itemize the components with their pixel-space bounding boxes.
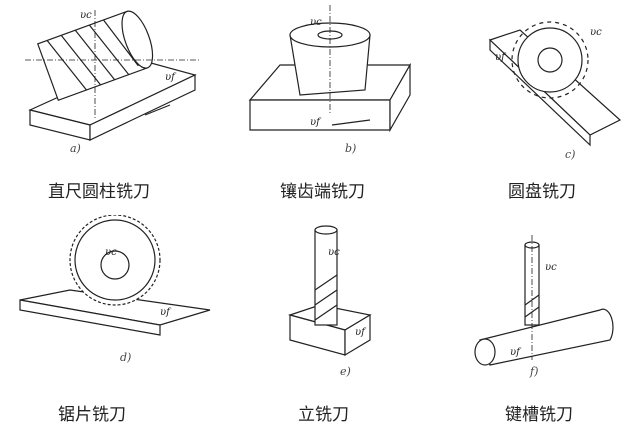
- feed-speed-label: υf: [495, 52, 507, 63]
- cutting-speed-label: υc: [590, 27, 602, 38]
- panel-sub-label: d): [120, 351, 132, 364]
- panel-sub-label: e): [340, 365, 351, 378]
- panel-sub-label: b): [345, 142, 357, 155]
- panel-b-face-mill: υf υc b) 镶齿端铣刀: [240, 0, 420, 202]
- panel-caption: 键槽铣刀: [505, 405, 573, 425]
- panel-caption: 镶齿端铣刀: [280, 182, 365, 202]
- panel-caption: 锯片铣刀: [58, 405, 126, 425]
- keyway-cutter-illustration: υc υf: [474, 235, 614, 366]
- feed-speed-label: υf: [310, 117, 322, 128]
- disc-cutter-illustration: υc υf: [488, 21, 622, 147]
- panel-caption: 圆盘铣刀: [508, 182, 576, 202]
- cutting-speed-label: υc: [310, 17, 322, 28]
- cutting-speed-label: υc: [105, 247, 117, 258]
- panel-a-cylindrical-cutter: υc υf a) 直尺圆柱铣刀: [20, 0, 210, 202]
- panel-caption: 直尺圆柱铣刀: [48, 182, 150, 202]
- feed-speed-label: υf: [355, 327, 367, 338]
- cutting-speed-label: υc: [80, 10, 92, 21]
- panel-f-keyway-cutter: υc υf f) 键槽铣刀: [460, 215, 630, 425]
- cutting-speed-label: υc: [545, 262, 557, 273]
- panel-d-slitting-saw: υc υf d) 锯片铣刀: [10, 215, 220, 425]
- panel-sub-label: c): [565, 148, 576, 161]
- panel-caption: 立铣刀: [298, 405, 349, 425]
- face-mill-illustration: υf υc: [248, 5, 412, 133]
- cylindrical-cutter-illustration: υc υf: [25, 10, 200, 141]
- panel-sub-label: f): [530, 365, 539, 378]
- feed-speed-label: υf: [165, 72, 177, 83]
- feed-speed-label: υf: [510, 347, 522, 358]
- end-mill-illustration: υc υf: [287, 225, 372, 357]
- slitting-saw-illustration: υc υf: [19, 215, 211, 336]
- feed-speed-label: υf: [160, 307, 172, 318]
- cutting-speed-label: υc: [328, 247, 340, 258]
- panel-sub-label: a): [70, 142, 81, 155]
- panel-c-disc-cutter: υc υf c) 圆盘铣刀: [480, 0, 630, 202]
- panel-e-end-mill: υc υf e) 立铣刀: [270, 215, 390, 425]
